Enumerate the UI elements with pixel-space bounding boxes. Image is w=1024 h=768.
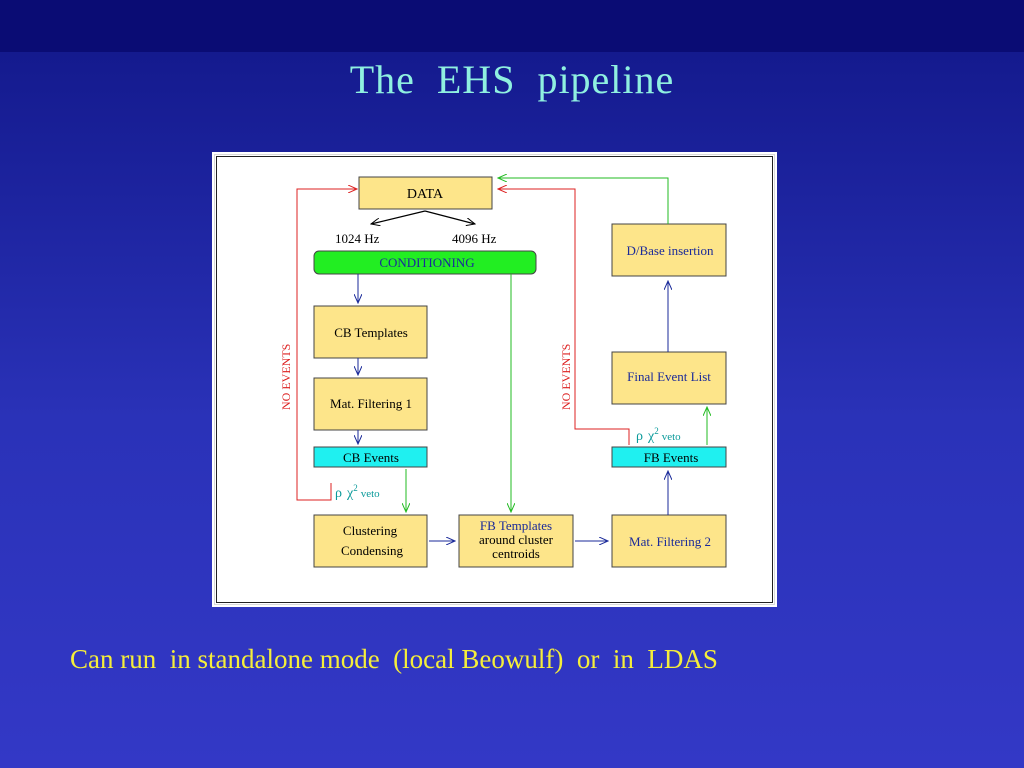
clustering-label-2: Condensing bbox=[341, 543, 404, 558]
no-events-left-label: NO EVENTS bbox=[279, 344, 293, 410]
fb-templates-label-3: centroids bbox=[492, 546, 540, 561]
fb-templates-label-1: FB Templates bbox=[480, 518, 552, 533]
fb-templates-label-2: around cluster bbox=[479, 532, 554, 547]
conditioning-box bbox=[313, 250, 537, 275]
mat-filtering-1-box bbox=[313, 377, 428, 431]
mat-filtering-2-label: Mat. Filtering 2 bbox=[629, 534, 711, 549]
final-event-list-label: Final Event List bbox=[627, 369, 711, 384]
mat-filtering-1-label: Mat. Filtering 1 bbox=[330, 396, 412, 411]
clustering-label-1: Clustering bbox=[343, 523, 398, 538]
data-label: DATA bbox=[407, 187, 444, 202]
fb-templates-box bbox=[458, 514, 574, 568]
footer-note: Can run in standalone mode (local Beowul… bbox=[70, 644, 718, 674]
freq-low-label: 1024 Hz bbox=[335, 231, 380, 246]
cb-templates-box bbox=[313, 305, 428, 359]
freq-high-label: 4096 Hz bbox=[452, 231, 497, 246]
conditioning-label: CONDITIONING bbox=[379, 255, 474, 270]
pipeline-diagram: DATA 1024 Hz 4096 Hz CONDITIONING CB Tem… bbox=[212, 152, 777, 607]
dbase-insertion-box bbox=[611, 223, 727, 277]
slide-title: The EHS pipeline bbox=[349, 57, 675, 102]
no-events-right-label: NO EVENTS bbox=[559, 344, 573, 410]
dbase-insertion-label: D/Base insertion bbox=[626, 243, 714, 258]
cb-events-box bbox=[313, 446, 428, 468]
clustering-box bbox=[313, 514, 428, 568]
data-box bbox=[358, 176, 493, 210]
split-arrow-left bbox=[371, 210, 426, 224]
pipeline-svg: DATA 1024 Hz 4096 Hz CONDITIONING CB Tem… bbox=[279, 153, 727, 568]
fb-events-box bbox=[611, 446, 727, 468]
no-events-left-loop bbox=[296, 189, 357, 501]
fb-events-label: FB Events bbox=[644, 450, 699, 465]
split-arrow-right bbox=[424, 210, 475, 224]
cb-events-label: CB Events bbox=[343, 450, 399, 465]
cb-templates-label: CB Templates bbox=[334, 325, 408, 340]
diagram-border bbox=[216, 156, 773, 603]
no-events-right-loop bbox=[498, 189, 630, 445]
mat-filtering-2-box bbox=[611, 514, 727, 568]
final-event-list-box bbox=[611, 351, 727, 405]
dbase-to-data-loop bbox=[498, 178, 669, 224]
